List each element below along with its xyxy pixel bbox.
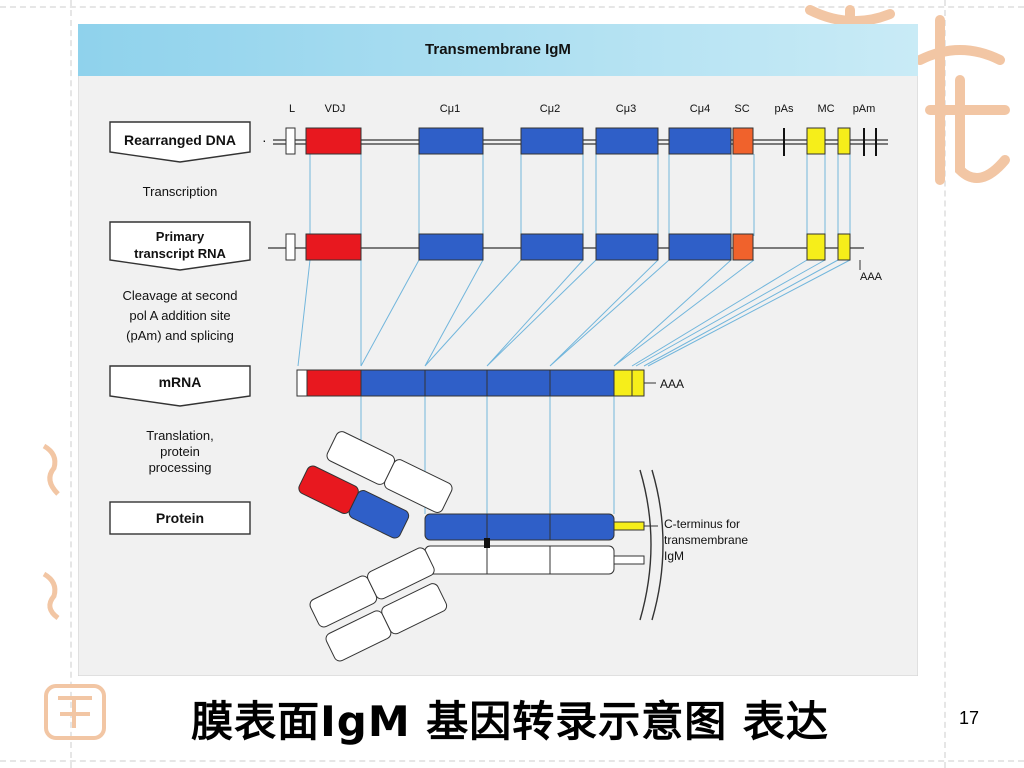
membrane-tail-lower	[613, 555, 645, 565]
segment-cmu1	[418, 127, 484, 155]
figure-title: Transmembrane IgM	[425, 41, 571, 58]
seal-stamp-bottom-left	[44, 684, 106, 740]
page-number: 17	[958, 708, 980, 728]
segment-cmu2	[520, 127, 584, 155]
segment-cmu3	[595, 233, 659, 261]
primary-polya-tail: AAA	[860, 271, 883, 283]
stage-label: transcript RNA	[134, 246, 226, 261]
figure-header-band	[78, 24, 918, 76]
segment-sc	[732, 127, 754, 155]
annotation-line: C-terminus for	[664, 517, 740, 531]
stage-box-mrna: mRNA	[109, 365, 251, 407]
annotation-line: transmembrane	[664, 533, 748, 547]
segment-cmu2	[520, 233, 584, 261]
segment-cmu1	[418, 233, 484, 261]
seal-stamp-left-2	[42, 571, 60, 621]
membrane-tail-upper	[613, 521, 645, 531]
heavy-chain-constant-lower	[424, 545, 615, 575]
segment-mc1	[806, 127, 826, 155]
segment-mc2	[837, 233, 851, 261]
stage-label: mRNA	[159, 374, 202, 390]
stage-box-rearranged-dna: Rearranged DNA	[109, 121, 251, 163]
dna-dots-left: ·	[262, 132, 267, 148]
mrna-track: AAA	[296, 369, 684, 397]
segment-mc2	[837, 127, 851, 155]
segment-label-pam: pAm	[853, 103, 876, 115]
segment-label-cmu1: Cμ1	[440, 103, 460, 115]
heavy-chain-constant-upper	[424, 513, 615, 541]
light-chain-lower	[325, 583, 448, 662]
segment-cmu3	[486, 369, 551, 397]
seal-stamp-left-1	[42, 443, 60, 496]
segment-label-cmu4: Cμ4	[690, 103, 710, 115]
light-chain-upper	[326, 431, 453, 513]
alignment-lines	[297, 154, 851, 514]
segment-cmu1	[360, 369, 426, 397]
segment-cmu4	[668, 127, 732, 155]
segment-label-mc: MC	[817, 103, 834, 115]
step-cleavage-line: (pAm) and splicing	[126, 328, 234, 343]
segment-mc1	[613, 369, 633, 397]
dna-track: ·	[262, 127, 888, 156]
segment-cmu3	[595, 127, 659, 155]
segment-vdj	[305, 127, 362, 155]
segment-mc1	[806, 233, 826, 261]
segment-vdj	[305, 233, 362, 261]
segment-label-pas: pAs	[775, 103, 794, 115]
step-transcription: Transcription	[143, 184, 218, 199]
igm-diagram: Transmembrane IgM Rearranged DNA Primary…	[78, 24, 918, 676]
segment-label-cmu3: Cμ3	[616, 103, 636, 115]
step-translation-line: protein	[160, 444, 200, 459]
stage-box-protein: Protein	[109, 501, 251, 535]
segment-mc2	[631, 369, 645, 397]
guide-line	[0, 760, 1024, 762]
segment-l	[285, 127, 296, 155]
step-cleavage-line: pol A addition site	[129, 308, 230, 323]
stage-box-primary-transcript: Primary transcript RNA	[109, 221, 251, 271]
segment-cmu4	[549, 369, 615, 397]
primary-transcript-track: AAA	[268, 233, 883, 283]
segment-sc	[732, 233, 754, 261]
cell-membrane	[639, 469, 652, 621]
step-translation-line: Translation,	[146, 428, 213, 443]
segment-vdj	[306, 369, 362, 397]
guide-line	[70, 0, 72, 768]
segment-label-l: L	[289, 103, 295, 115]
segment-label-cmu2: Cμ2	[540, 103, 560, 115]
segment-cmu2	[424, 369, 488, 397]
igm-protein	[298, 431, 664, 662]
segment-label-sc: SC	[734, 103, 749, 115]
stage-label: Rearranged DNA	[124, 132, 236, 148]
guide-line	[944, 0, 946, 768]
segment-label-vdj: VDJ	[325, 103, 346, 115]
annotation-line: IgM	[664, 549, 684, 563]
step-translation-line: processing	[149, 460, 212, 475]
segment-l	[296, 369, 308, 397]
step-cleavage-line: Cleavage at second	[123, 288, 238, 303]
slide-title: 膜表面IgM 基因转录示意图 表达	[191, 697, 829, 746]
segment-l	[285, 233, 296, 261]
stage-label: Primary	[156, 229, 205, 244]
guide-line	[0, 6, 1024, 8]
stage-label: Protein	[156, 510, 204, 526]
segment-cmu4	[668, 233, 732, 261]
heavy-chain-lower-arm	[309, 547, 435, 628]
heavy-chain-upper-variable	[298, 465, 410, 539]
disulfide-bond	[484, 538, 490, 548]
mrna-polya-tail: AAA	[660, 377, 684, 391]
